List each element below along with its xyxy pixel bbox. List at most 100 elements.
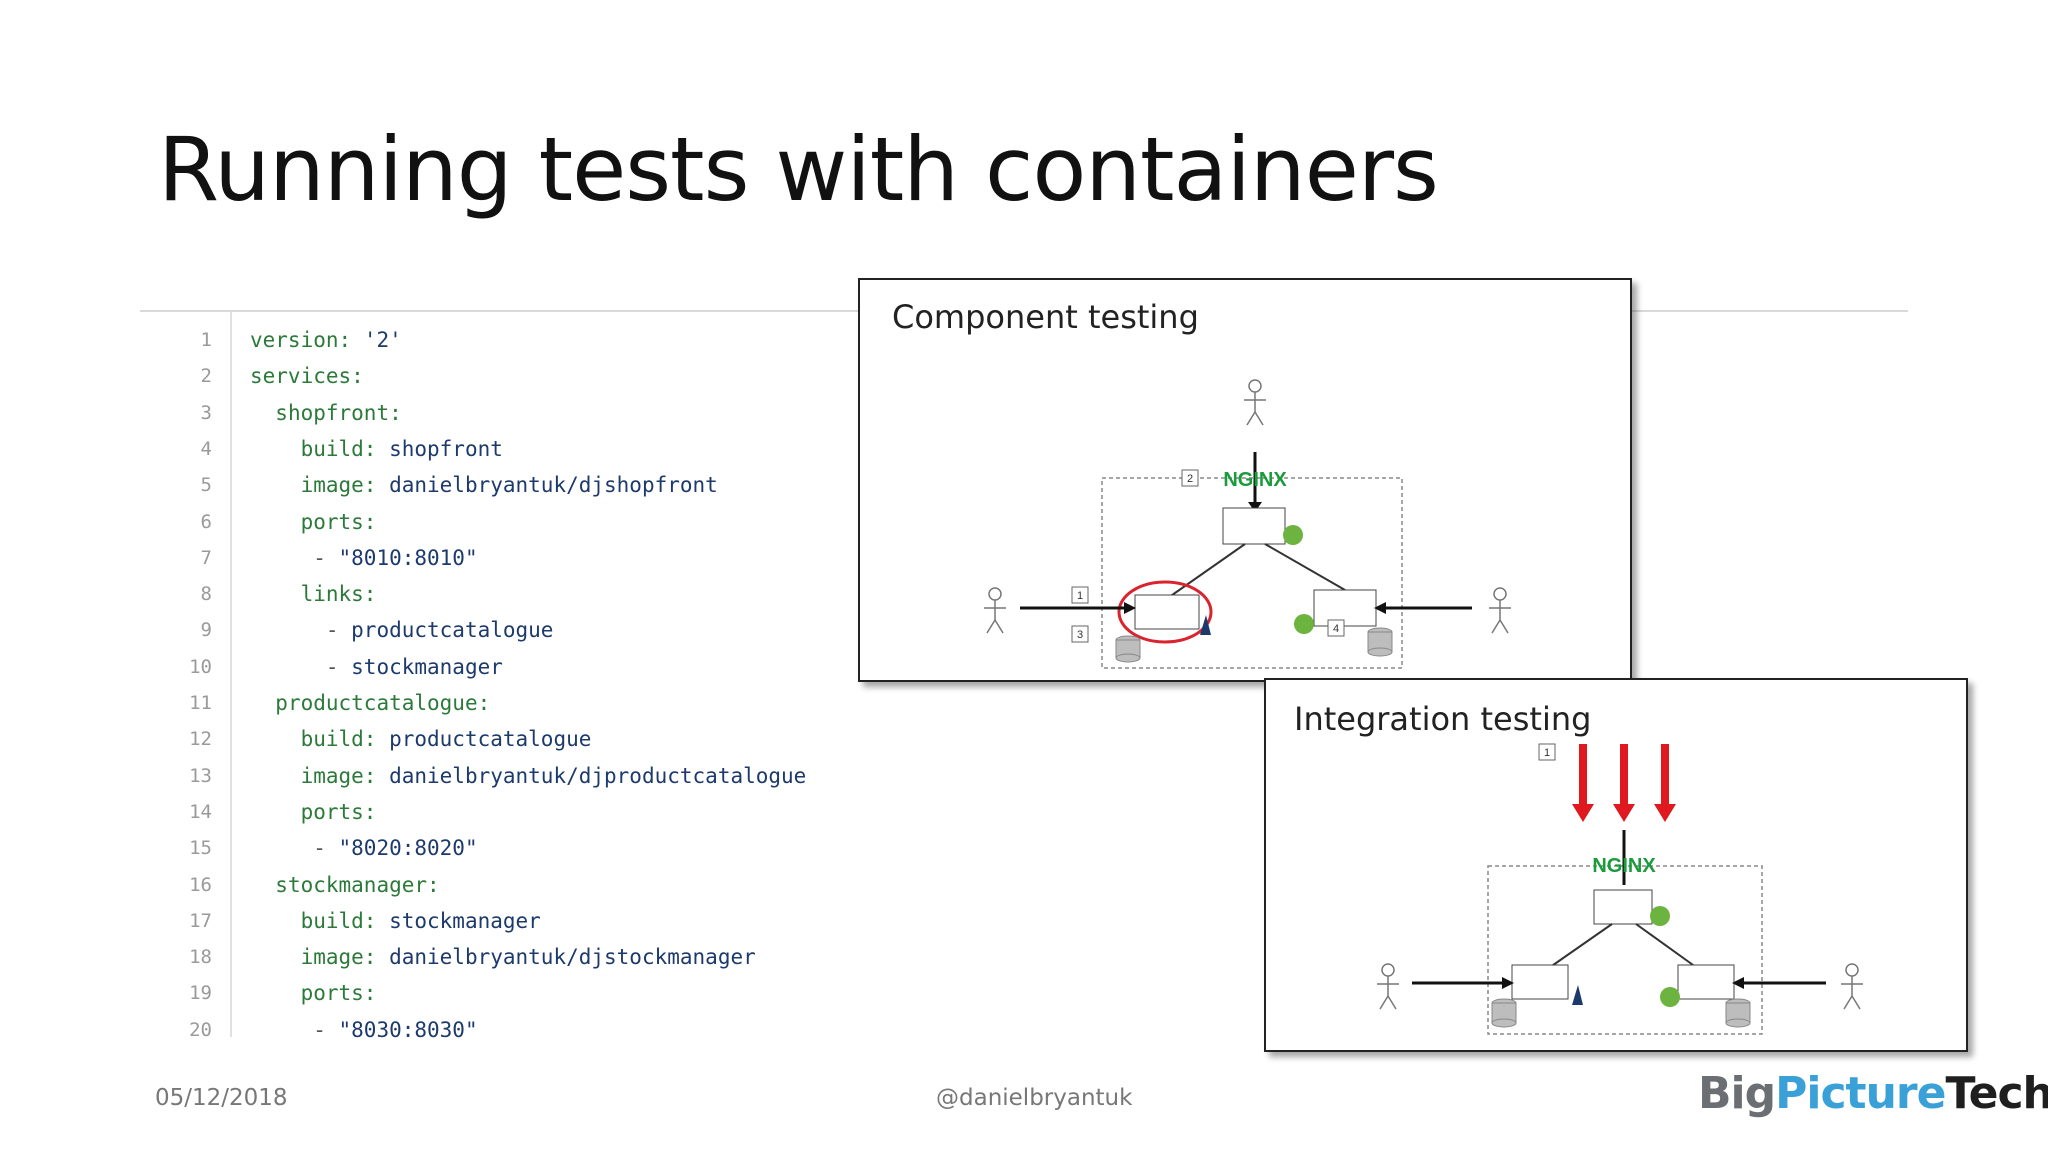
spring-icon-4: [1660, 987, 1680, 1007]
stock-owner-actor-icon-2: [1841, 963, 1863, 1010]
database-icon-2: [1367, 627, 1393, 657]
code-text: services:: [250, 358, 364, 394]
code-key: ports:: [300, 509, 377, 534]
code-line: 20 - "8030:8030": [140, 1012, 860, 1048]
code-text: build: productcatalogue: [250, 721, 592, 757]
code-value: shopfront: [389, 436, 503, 461]
stockmanager-box: [1313, 589, 1377, 627]
logo-part-tech: Tech: [1945, 1068, 2048, 1119]
badge-2-label: 2: [1187, 473, 1193, 485]
code-text: - stockmanager: [250, 649, 503, 685]
badge-3-label: 3: [1077, 629, 1083, 641]
line-number: 3: [200, 401, 212, 424]
code-key: ports:: [300, 799, 377, 824]
shopfront-box: [1222, 507, 1286, 545]
line-number: 4: [200, 437, 212, 460]
line-number: 11: [189, 692, 212, 714]
code-key: image:: [300, 945, 377, 970]
code-indent: -: [250, 618, 352, 643]
code-text: build: stockmanager: [250, 903, 541, 939]
line-number: 2: [200, 365, 212, 388]
spring-icon: [1283, 525, 1303, 545]
footer-date: 05/12/2018: [155, 1085, 288, 1111]
badge-1: [1071, 586, 1089, 604]
code-value: danielbryantuk/djshopfront: [389, 473, 718, 498]
component-testing-panel: Component testing 2 NGINX 1 3: [858, 278, 1632, 682]
badge-3: [1071, 625, 1089, 643]
code-text: - "8010:8010": [250, 540, 478, 576]
code-text: shopfront:: [250, 395, 402, 431]
code-line: 3 shopfront:: [140, 395, 860, 431]
line-number: 13: [189, 764, 212, 787]
code-key: ports:: [300, 981, 377, 1006]
component-testing-diagram: 2 NGINX 1 3 4: [984, 379, 1511, 669]
code-indent: [250, 473, 301, 497]
line-number: 15: [189, 837, 212, 860]
code-text: build: shopfront: [250, 431, 503, 467]
code-indent: -: [250, 654, 352, 679]
code-key: build:: [300, 436, 377, 461]
line-number: 10: [189, 655, 212, 678]
code-value: productcatalogue: [389, 727, 592, 752]
code-indent: [250, 873, 275, 897]
code-line: 2 services:: [140, 358, 860, 394]
footer-handle: @danielbryantuk: [936, 1085, 1133, 1111]
code-line: 11 productcatalogue:: [140, 685, 860, 721]
code-key: links:: [300, 582, 377, 607]
bigpicturetech-logo: BigPictureTech: [1698, 1068, 2048, 1119]
code-text: ports:: [250, 504, 377, 540]
code-indent: [250, 909, 301, 933]
code-line: 14 ports:: [140, 794, 860, 830]
line-number: 16: [189, 873, 212, 896]
code-text: links:: [250, 576, 377, 612]
code-indent: -: [250, 545, 339, 570]
code-indent: -: [250, 836, 339, 861]
code-value: "8020:8020": [338, 836, 478, 861]
integration-testing-title: Integration testing: [1294, 700, 1592, 738]
line-number: 19: [189, 982, 212, 1005]
database-icon-3: [1491, 998, 1517, 1028]
badge-4: [1327, 619, 1345, 637]
line-number: 17: [189, 909, 212, 932]
line-number: 9: [200, 619, 212, 642]
code-indent: [250, 981, 301, 1005]
code-key: image:: [300, 473, 377, 498]
code-value: stockmanager: [351, 654, 503, 679]
code-indent: [250, 510, 301, 534]
code-indent: [250, 764, 301, 788]
code-text: - productcatalogue: [250, 612, 554, 648]
code-indent: [250, 401, 275, 425]
code-value: danielbryantuk/djproductcatalogue: [389, 763, 807, 788]
code-text: ports:: [250, 975, 377, 1011]
code-line: 7 - "8010:8010": [140, 540, 860, 576]
red-load-arrows-icon: [1572, 744, 1676, 822]
code-value: "8010:8010": [338, 545, 478, 570]
code-value: productcatalogue: [351, 618, 554, 643]
code-indent: [250, 582, 301, 606]
code-key: image:: [300, 763, 377, 788]
code-indent: [250, 727, 301, 751]
shopfront-box-2: [1593, 889, 1653, 925]
code-line: 19 ports:: [140, 975, 860, 1011]
java-icon: [1200, 615, 1211, 635]
code-line: 15 - "8020:8020": [140, 830, 860, 866]
product-owner-actor-icon: [984, 587, 1006, 634]
productcatalogue-box: [1134, 594, 1200, 630]
customer-actor-icon: [1244, 379, 1266, 426]
badge-1-label: 1: [1077, 590, 1083, 602]
cluster-boundary: [1101, 477, 1403, 669]
code-line: 10 - stockmanager: [140, 649, 860, 685]
product-owner-actor-icon-2: [1377, 963, 1399, 1010]
code-line: 9 - productcatalogue: [140, 612, 860, 648]
spring-icon-3: [1650, 906, 1670, 926]
code-key: shopfront:: [275, 400, 402, 425]
integration-testing-panel: Integration testing 1 NGINX: [1264, 678, 1968, 1052]
code-key: services:: [250, 364, 364, 389]
database-icon-4: [1725, 998, 1751, 1028]
code-text: image: danielbryantuk/djshopfront: [250, 467, 718, 503]
code-value: stockmanager: [389, 908, 541, 933]
code-line: 12 build: productcatalogue: [140, 721, 860, 757]
line-number: 20: [189, 1018, 212, 1041]
code-value: danielbryantuk/djstockmanager: [389, 945, 756, 970]
code-text: - "8030:8030": [250, 1012, 477, 1048]
